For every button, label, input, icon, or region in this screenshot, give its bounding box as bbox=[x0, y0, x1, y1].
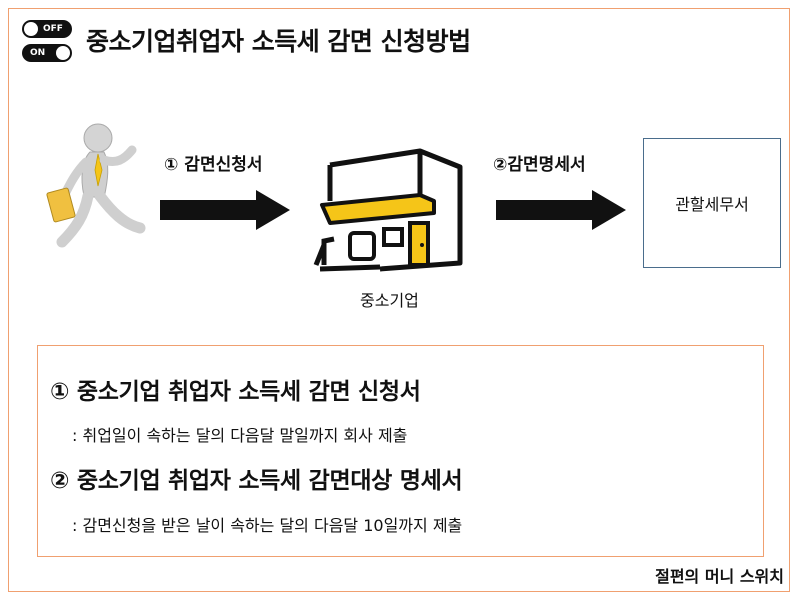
outer-frame bbox=[8, 8, 790, 592]
arrow-right-icon bbox=[160, 190, 290, 230]
step1-label: ① 감면신청서 bbox=[164, 155, 263, 175]
tax-office-label: 관할세무서 bbox=[675, 195, 749, 214]
toggle-off-label: OFF bbox=[43, 24, 63, 34]
page-title: 중소기업취업자 소득세 감면 신청방법 bbox=[86, 27, 471, 56]
building-icon bbox=[313, 148, 463, 272]
item1-desc: : 취업일이 속하는 달의 다음달 말일까지 회사 제출 bbox=[72, 426, 408, 445]
toggle-on-label: ON bbox=[30, 48, 46, 58]
details-box: ① 중소기업 취업자 소득세 감면 신청서 : 취업일이 속하는 달의 다음달 … bbox=[37, 345, 764, 557]
toggle-group: OFF ON bbox=[22, 20, 72, 68]
company-label: 중소기업 bbox=[360, 291, 419, 310]
toggle-on-icon: ON bbox=[22, 44, 72, 62]
running-person-icon bbox=[46, 123, 146, 248]
toggle-knob bbox=[56, 46, 70, 60]
arrow-right-icon bbox=[496, 190, 626, 230]
item2-desc: : 감면신청을 받은 날이 속하는 달의 다음달 10일까지 제출 bbox=[72, 516, 463, 535]
item1-title: ① 중소기업 취업자 소득세 감면 신청서 bbox=[50, 379, 421, 405]
toggle-off-icon: OFF bbox=[22, 20, 72, 38]
watermark: 절편의 머니 스위치 bbox=[655, 567, 784, 586]
toggle-knob bbox=[24, 22, 38, 36]
step2-label: ②감면명세서 bbox=[493, 155, 586, 175]
item2-title: ② 중소기업 취업자 소득세 감면대상 명세서 bbox=[50, 468, 463, 494]
tax-office-box: 관할세무서 bbox=[643, 138, 781, 268]
